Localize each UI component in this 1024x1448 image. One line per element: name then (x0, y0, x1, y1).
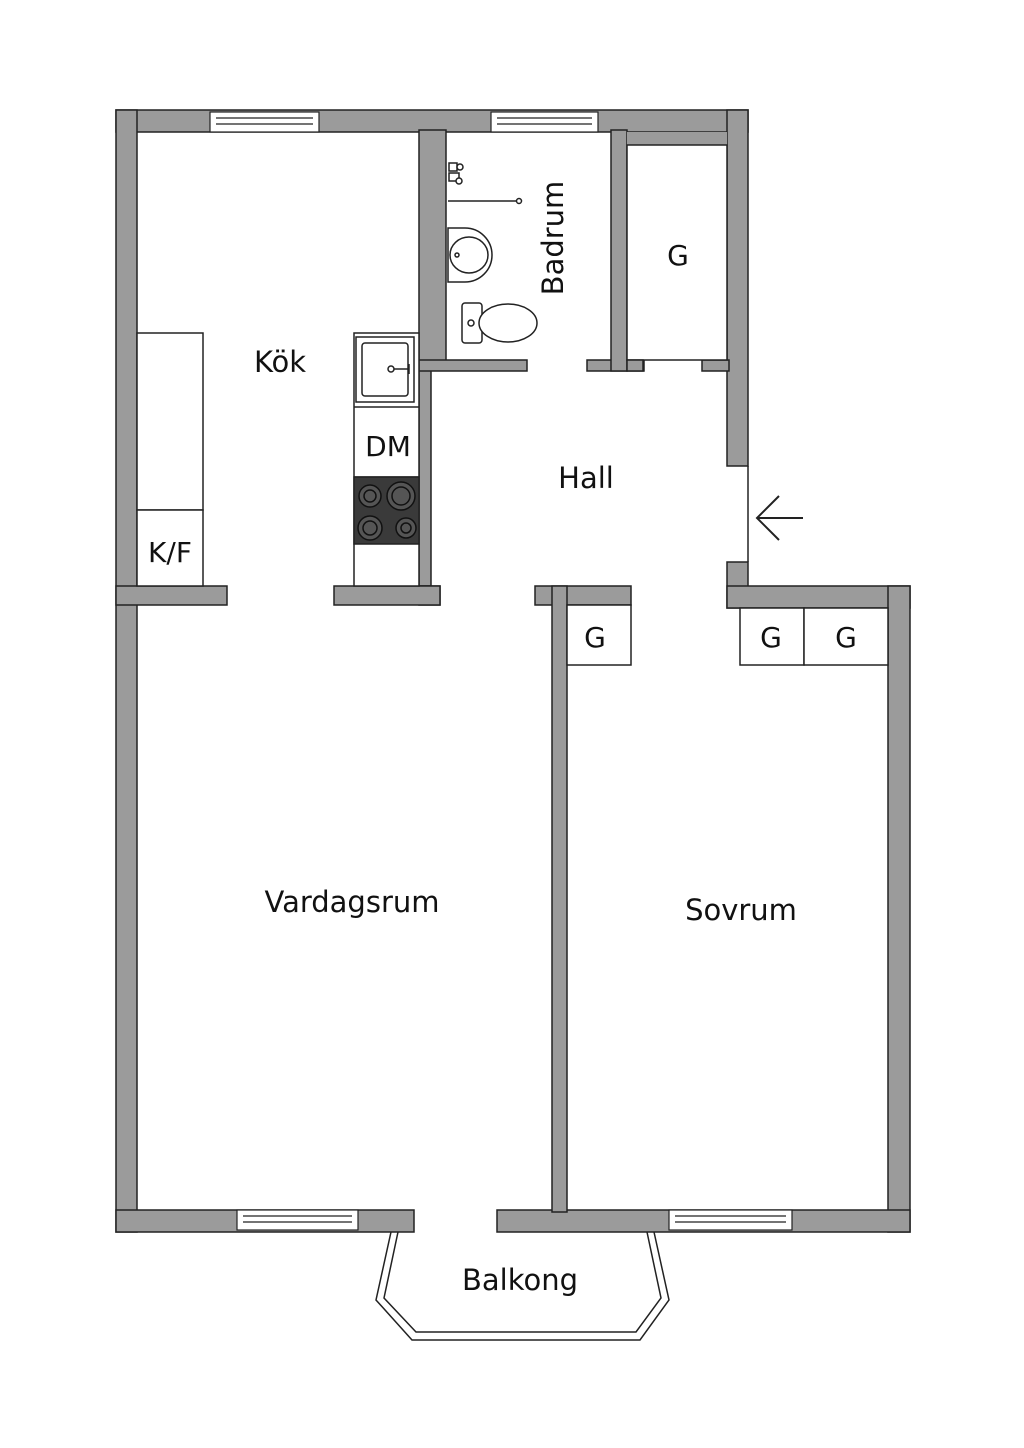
wall-closet-bottom (701, 359, 730, 372)
balcony (375, 1231, 670, 1341)
wall-kitchen-bath (418, 129, 447, 371)
walls (115, 109, 911, 1233)
bathroom-fixtures (447, 162, 538, 344)
label-wardrobe-bedroom-2: G (835, 621, 857, 654)
wall-hall-bedroom (534, 585, 632, 606)
fridge-freezer (136, 509, 204, 587)
room-label-vardagsrum: Vardagsrum (264, 885, 439, 919)
wardrobe-hall (566, 604, 632, 666)
window-bedroom (668, 1209, 793, 1231)
label-wardrobe-closet: G (667, 239, 689, 272)
kitchen-counter-right (353, 332, 420, 587)
wardrobe-bedroom-1 (739, 607, 805, 666)
wall-left (115, 109, 138, 1233)
room-label-hall: Hall (558, 461, 614, 495)
label-dishwasher: DM (365, 430, 411, 463)
label-wardrobe-hall: G (584, 621, 606, 654)
room-label-balkong: Balkong (462, 1263, 578, 1297)
wall-step (726, 585, 911, 609)
wall-kitchen-hall (418, 369, 432, 587)
label-fridge-freezer: K/F (148, 536, 192, 569)
wall-right-upper (726, 109, 749, 467)
wall-bath-right (610, 129, 628, 372)
washbasin (447, 227, 493, 283)
wall-right-lower (887, 585, 911, 1233)
shower-tap (448, 162, 464, 185)
wall-kitchen-living-a (115, 585, 228, 606)
window-bathroom (490, 111, 599, 133)
entrance-arrow-icon (755, 495, 803, 541)
room-label-badrum: Badrum (536, 181, 570, 296)
wardrobes (566, 604, 889, 666)
wall-living-bedroom (551, 585, 568, 1213)
closet-hall-g (626, 144, 728, 361)
kitchen-counter-left (136, 332, 204, 587)
wardrobe-bedroom-2 (803, 607, 889, 666)
label-wardrobe-bedroom-1: G (760, 621, 782, 654)
stove-burners (357, 481, 417, 541)
wall-bath-bottom-a (418, 359, 528, 372)
room-label-kok: Kök (254, 345, 306, 379)
windows (209, 111, 793, 1231)
room-label-sovrum: Sovrum (685, 893, 797, 927)
window-kitchen (209, 111, 320, 133)
wall-kitchen-living-b (333, 585, 441, 606)
window-living (236, 1209, 359, 1231)
toilet (461, 302, 538, 344)
